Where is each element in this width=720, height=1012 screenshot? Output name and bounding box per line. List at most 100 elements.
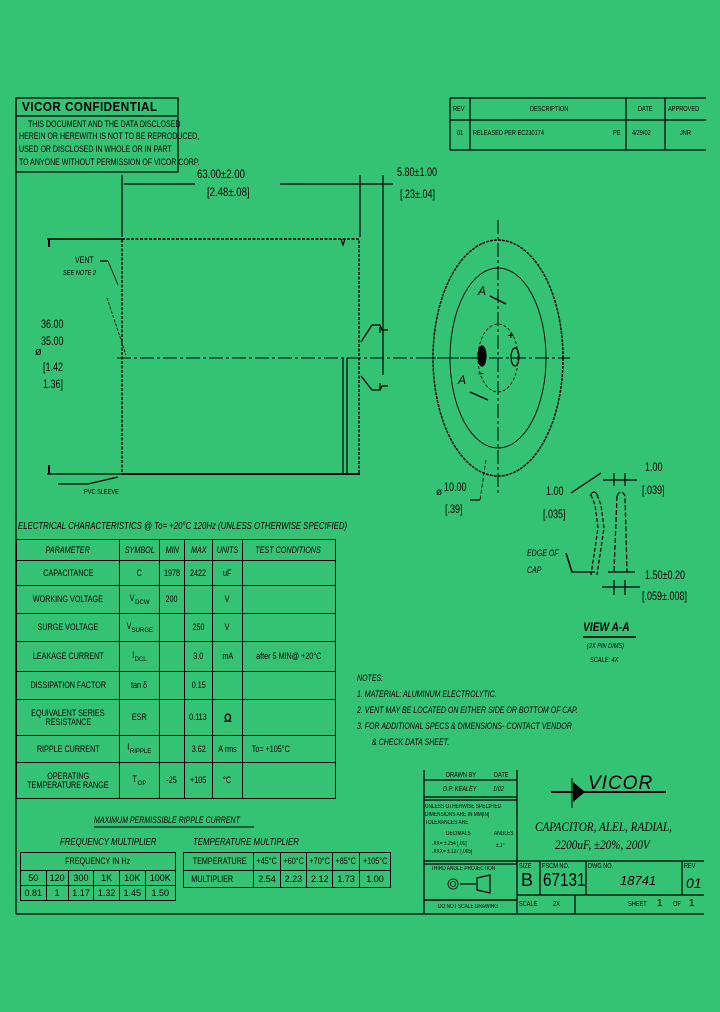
units-cell: V <box>211 613 243 642</box>
tolerance-line: DIMENSIONS ARE IN MM[IN] <box>425 812 490 818</box>
param-cell: LEAKAGE CURRENT <box>16 641 120 672</box>
electrical-table: PARAMETER SYMBOL MIN MAX UNITS TEST COND… <box>16 539 337 799</box>
symbol-cell: tan δ <box>118 671 160 700</box>
decimal-tolerance: .XXX= ±.127 [.005] <box>432 849 473 855</box>
cond-cell: To= +105°C <box>241 735 337 763</box>
min-cell <box>158 671 185 700</box>
tolerance-line: TOLERANCES ARE <box>425 820 469 826</box>
pin-spacing-in: [.39] <box>445 502 463 516</box>
description-header: DESCRIPTION <box>530 106 569 113</box>
of-label: OF <box>673 901 681 908</box>
pin-thickness-in: [.035] <box>543 507 566 521</box>
mult-cell: 1.00 <box>358 870 392 888</box>
diameter-symbol: ø <box>35 346 42 358</box>
min-cell <box>158 699 185 736</box>
scale-label: SCALE <box>519 901 538 908</box>
header-max: MAX <box>183 539 213 561</box>
param-cell: SURGE VOLTAGE <box>16 613 120 642</box>
max-cell: 250 <box>183 613 213 642</box>
param-cell: RIPPLE CURRENT <box>16 735 120 763</box>
electrical-heading: ELECTRICAL CHARACTERISTICS @ To= +20°C 1… <box>18 521 348 532</box>
cond-cell: after 5 MIN@ +20°C <box>241 641 337 672</box>
min-cell: 1978 <box>158 560 185 586</box>
approved-header: APPROVED <box>668 106 700 113</box>
table-row: WORKING VOLTAGE VDCW 200 V <box>16 585 337 614</box>
pin-thickness-mm: 1.00 <box>546 484 564 498</box>
rev-value: 01 <box>457 130 464 137</box>
cond-cell <box>241 585 337 614</box>
units-cell: A rms <box>211 735 243 763</box>
units-cell: V <box>211 585 243 614</box>
mult-cell: 1.50 <box>144 885 177 901</box>
decimal-tolerance: .XX= ±.254 [.01] <box>432 841 467 847</box>
symbol-cell: IRIPPLE <box>118 735 160 763</box>
part-title: CAPACITOR, ALEL, RADIAL, <box>535 819 672 834</box>
min-cell <box>158 641 185 672</box>
param-cell: WORKING VOLTAGE <box>16 585 120 614</box>
header-units: UNITS <box>211 539 243 561</box>
edge-of-cap-label-2: CAP <box>527 565 542 575</box>
table-row: DISSIPATION FACTOR tan δ 0.15 <box>16 671 337 700</box>
mult-cell: 1.73 <box>332 870 360 888</box>
confidential-line: TO ANYONE WITHOUT PERMISSION OF VICOR CO… <box>19 157 200 167</box>
freq-header: FREQUENCY IN Hz <box>20 852 176 871</box>
min-cell: 200 <box>158 585 185 614</box>
pin-width-mm: 1.00 <box>645 460 663 474</box>
freq-mult-row: 0.81 1 1.17 1.32 1.45 1.50 <box>20 885 177 901</box>
min-cell <box>158 613 185 642</box>
mult-cell: 0.81 <box>20 885 47 901</box>
header-min: MIN <box>158 539 185 561</box>
edge-of-cap-label: EDGE OF <box>527 548 559 558</box>
mult-cell: 1.32 <box>93 885 120 901</box>
diameter-max-in: [1.42 <box>43 360 64 374</box>
min-cell <box>158 735 185 763</box>
freq-cell: 100K <box>144 870 177 886</box>
cond-cell <box>241 699 337 736</box>
mult-cell: 1 <box>45 885 69 901</box>
section-a-bottom: A <box>458 373 467 387</box>
view-aa-scale: SCALE: 4X <box>590 657 619 664</box>
part-specs: 2200uF, ±20%, 200V <box>555 837 650 852</box>
mult-label: MULTIPLIER <box>182 870 255 888</box>
header-test-conditions: TEST CONDITIONS <box>241 539 337 561</box>
frequency-multiplier-table: FREQUENCY IN Hz 50 120 300 1K 10K 100K 0… <box>20 852 177 901</box>
pin-base-in: [.059±.008] <box>642 589 687 603</box>
vicor-logo: VICOR <box>588 773 654 794</box>
rev-approved: JNR <box>680 130 691 137</box>
freq-cell: 300 <box>67 870 95 886</box>
max-cell: 0.15 <box>183 671 213 700</box>
max-cell <box>183 585 213 614</box>
header-parameter: PARAMETER <box>16 539 120 561</box>
temperature-multiplier-table: TEMPERATURE +45°C +60°C +70°C +85°C +105… <box>182 852 392 888</box>
table-row: RIPPLE CURRENT IRIPPLE 3.62 A rms To= +1… <box>16 735 337 763</box>
symbol-cell: IDCL <box>118 641 160 672</box>
cond-cell <box>241 613 337 642</box>
cond-cell <box>241 762 337 799</box>
temp-cell: +70°C <box>306 852 334 871</box>
units-cell: mA <box>211 641 243 672</box>
freq-cell: 10K <box>118 870 146 886</box>
temp-label: TEMPERATURE <box>182 852 255 871</box>
rev-label: REV <box>684 863 696 870</box>
symbol-cell: TOP <box>118 762 160 799</box>
sheet-label: SHEET <box>628 901 647 908</box>
fscm-value: 67131 <box>543 870 586 890</box>
size-value: B <box>521 870 534 890</box>
electrical-header-row: PARAMETER SYMBOL MIN MAX UNITS TEST COND… <box>16 539 337 561</box>
max-cell: 3.62 <box>183 735 213 763</box>
mult-cell: 1.45 <box>118 885 146 901</box>
temp-values-row: TEMPERATURE +45°C +60°C +70°C +85°C +105… <box>182 852 392 871</box>
rev-header: REV <box>453 106 465 113</box>
pin-diameter-symbol: ø <box>436 487 443 498</box>
pin-base-mm: 1.50±0.20 <box>645 568 685 582</box>
lead-dim-in: [.23±.04] <box>400 187 435 201</box>
sheet-total: 1 <box>689 898 695 909</box>
header-symbol: SYMBOL <box>118 539 160 561</box>
do-not-scale-label: DO NOT SCALE DRAWING <box>438 904 499 910</box>
max-cell: 3.0 <box>183 641 213 672</box>
dwg-no-label: DWG NO. <box>588 863 614 870</box>
symbol-cell: C <box>118 560 160 586</box>
rev-by: PE <box>613 130 621 137</box>
pvc-sleeve-label: PVC SLEEVE <box>84 489 119 496</box>
